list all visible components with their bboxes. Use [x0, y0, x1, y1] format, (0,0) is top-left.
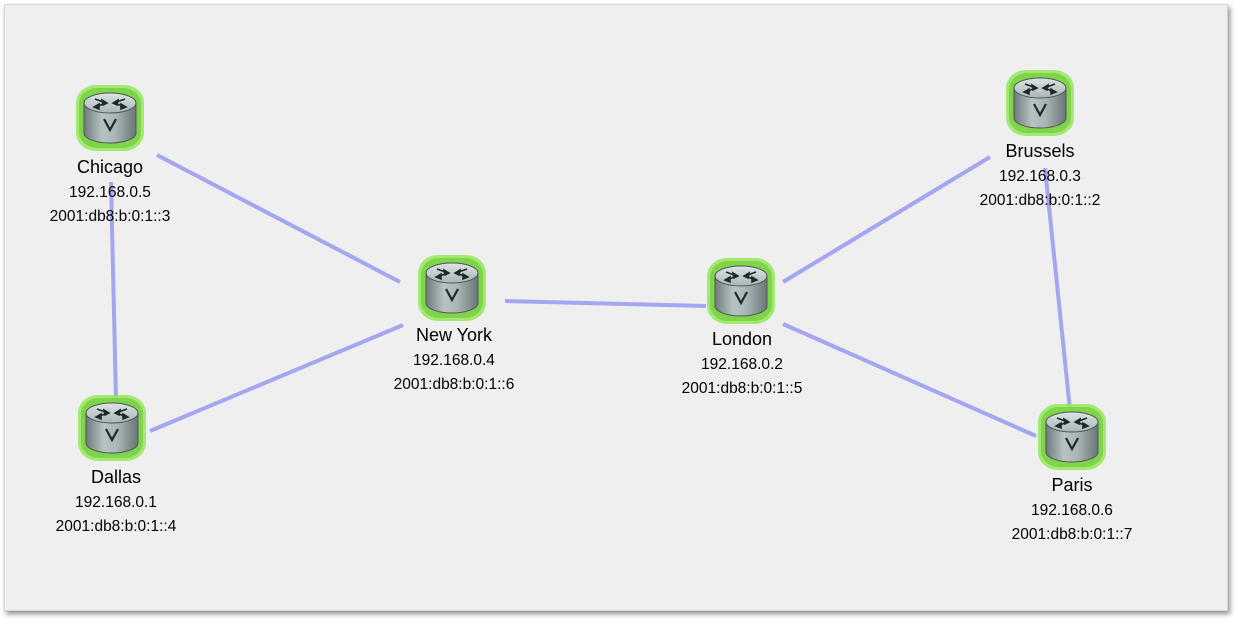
- link-chicago-newyork[interactable]: [156, 153, 401, 284]
- link-london-paris[interactable]: [782, 322, 1037, 438]
- router-ipv4-label: 192.168.0.3: [999, 168, 1081, 185]
- router-ipv6-label: 2001:db8:b:0:1::7: [1012, 526, 1133, 543]
- router-name-label: London: [712, 329, 772, 349]
- router-icon[interactable]: [1004, 68, 1076, 138]
- router-ipv4-label: 192.168.0.2: [701, 356, 783, 373]
- router-name-label: New York: [416, 325, 493, 345]
- link-newyork-london[interactable]: [504, 299, 707, 308]
- router-ipv6-label: 2001:db8:b:0:1::2: [980, 192, 1101, 209]
- routers-layer: Chicago192.168.0.52001:db8:b:0:1::3Dalla…: [50, 68, 1133, 543]
- router-name-label: Brussels: [1005, 141, 1074, 161]
- router-ipv6-label: 2001:db8:b:0:1::6: [394, 376, 515, 393]
- link-london-brussels[interactable]: [781, 155, 992, 284]
- router-ipv4-label: 192.168.0.5: [69, 184, 151, 201]
- router-ipv4-label: 192.168.0.1: [75, 494, 157, 511]
- links-layer: [109, 153, 1072, 438]
- link-dallas-newyork[interactable]: [149, 323, 404, 433]
- link-brussels-paris[interactable]: [1043, 167, 1072, 411]
- router-icon[interactable]: [74, 83, 146, 153]
- router-name-label: Paris: [1051, 475, 1092, 495]
- router-icon[interactable]: [416, 253, 488, 323]
- router-name-label: Dallas: [91, 467, 141, 487]
- link-chicago-dallas[interactable]: [109, 181, 118, 401]
- router-icon[interactable]: [76, 393, 148, 463]
- router-icon[interactable]: [705, 256, 777, 326]
- router-ipv6-label: 2001:db8:b:0:1::4: [56, 518, 177, 535]
- router-ipv4-label: 192.168.0.6: [1031, 502, 1113, 519]
- router-ipv4-label: 192.168.0.4: [413, 352, 495, 369]
- router-ipv6-label: 2001:db8:b:0:1::3: [50, 208, 171, 225]
- router-icon[interactable]: [1036, 402, 1108, 472]
- router-name-label: Chicago: [77, 157, 143, 177]
- router-ipv6-label: 2001:db8:b:0:1::5: [682, 380, 803, 397]
